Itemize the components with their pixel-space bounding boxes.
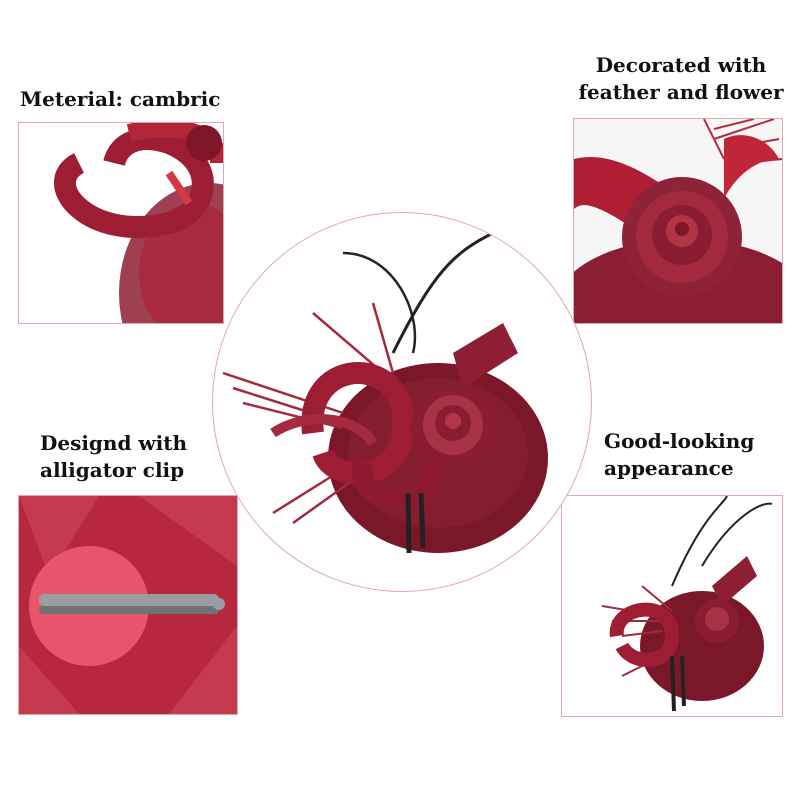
appearance-photo <box>561 495 783 717</box>
alligator-clip-illustration <box>19 496 237 714</box>
clip-label: Designd with alligator clip <box>40 431 187 482</box>
ribbon-loop-illustration <box>54 123 223 323</box>
material-label: Meterial: cambric <box>20 87 221 111</box>
appearance-label: Good-looking appearance <box>604 429 755 480</box>
main-product-photo <box>212 212 592 592</box>
flower-closeup-photo <box>573 118 783 324</box>
fascinator-main-illustration <box>222 231 548 554</box>
rose-flower-illustration <box>574 119 782 323</box>
decoration-label: Decorated with feather and flower <box>578 53 784 104</box>
fascinator-illustration <box>601 496 773 712</box>
clip-closeup-photo <box>18 495 238 715</box>
material-closeup-photo <box>18 122 224 324</box>
